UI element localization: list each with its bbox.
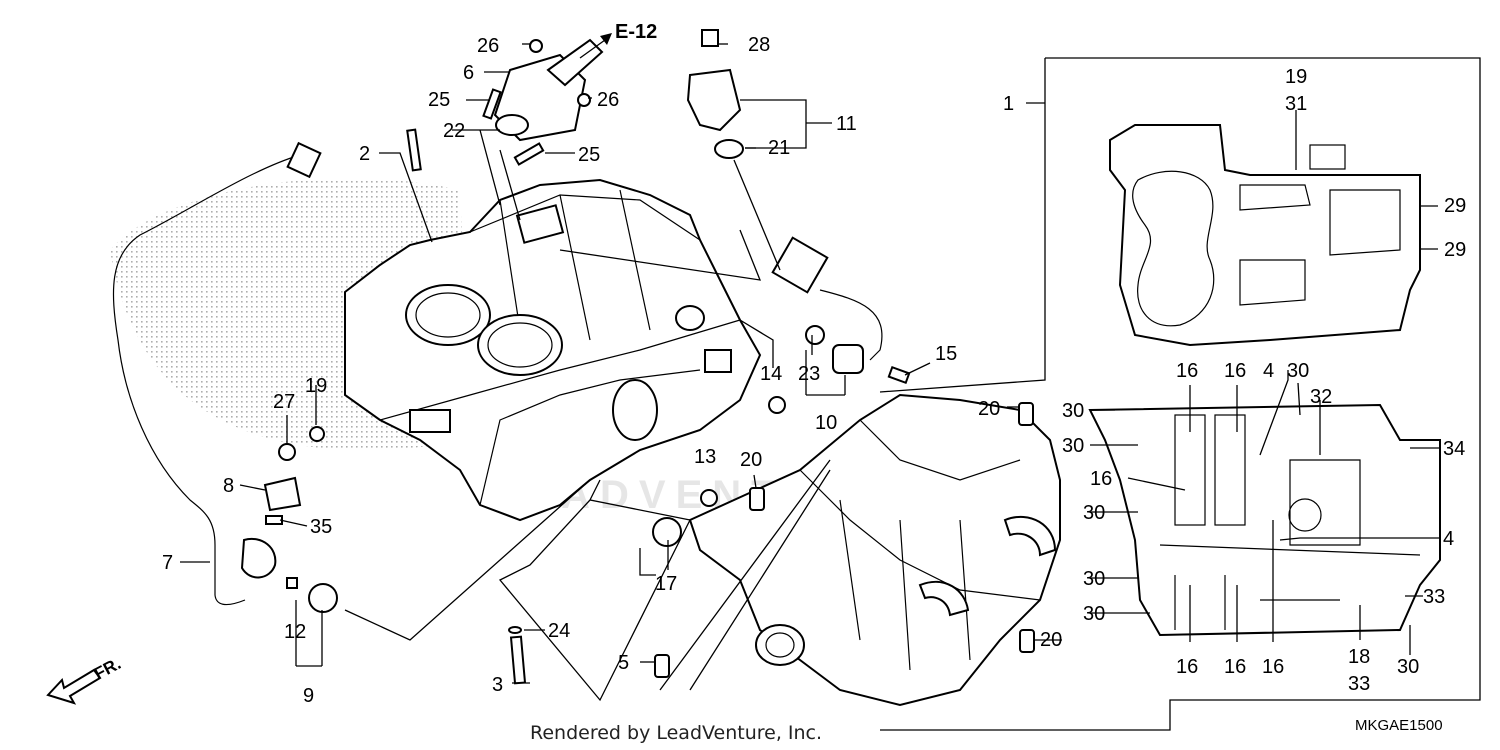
ref-arrow-e12: E-12	[579, 21, 657, 59]
callout: 23	[798, 363, 820, 385]
callout: 16	[1224, 360, 1246, 382]
loose-parts	[112, 29, 1035, 685]
callout: 35	[310, 516, 332, 538]
callout: 15	[935, 343, 957, 365]
callout: 12	[284, 621, 306, 643]
lower-crankcase	[688, 393, 1061, 707]
callout: 29	[1444, 195, 1466, 217]
inset-gasket-view	[1088, 124, 1441, 637]
callout: 26	[597, 89, 619, 111]
callout: 30	[1287, 360, 1309, 382]
callout: 29	[1444, 239, 1466, 261]
callout: 16	[1176, 360, 1198, 382]
callout: 18	[1348, 646, 1370, 668]
front-arrow-icon	[46, 668, 102, 705]
callout: 27	[273, 391, 295, 413]
callout: 33	[1423, 586, 1445, 608]
callout: 16	[1176, 656, 1198, 678]
callout: 30	[1062, 400, 1084, 422]
callout: 8	[223, 475, 234, 497]
front-indicator: FR.	[46, 654, 124, 705]
callout: 5	[618, 652, 629, 674]
leader-lines	[180, 43, 1440, 702]
callout: 30	[1083, 603, 1105, 625]
callout: 31	[1285, 93, 1307, 115]
callout: 2	[359, 143, 370, 165]
callout: 30	[1083, 568, 1105, 590]
callout: 21	[768, 137, 790, 159]
diagram-code: MKGAE1500	[1355, 717, 1443, 734]
callout: 25	[428, 89, 450, 111]
callout: 6	[463, 62, 474, 84]
callout: 14	[760, 363, 782, 385]
callout: 30	[1397, 656, 1419, 678]
callout: 16	[1262, 656, 1284, 678]
callout: 4	[1263, 360, 1274, 382]
callout: 7	[162, 552, 173, 574]
callout: 24	[548, 620, 570, 642]
callout: 1	[1003, 93, 1014, 115]
callout: 13	[694, 446, 716, 468]
callout: 9	[303, 685, 314, 707]
footer-credit: Rendered by LeadVenture, Inc.	[530, 722, 822, 744]
inset-frame	[879, 57, 1481, 731]
callout: 17	[655, 573, 677, 595]
callout: 25	[578, 144, 600, 166]
callout: 11	[836, 113, 857, 135]
callout: 19	[1285, 66, 1307, 88]
callout: 22	[443, 120, 465, 142]
callout: 20	[978, 398, 1000, 420]
callouts: 1 2 3 4 4 5 6 7 8 9 10 11 12 13 14 15 16…	[162, 34, 1466, 707]
callout: 19	[305, 375, 327, 397]
callout: 20	[1040, 629, 1062, 651]
callout: 34	[1443, 438, 1465, 460]
arrow-icon	[600, 33, 612, 45]
callout: 26	[477, 35, 499, 57]
callout: 16	[1224, 656, 1246, 678]
ref-label-e12: E-12	[615, 21, 657, 43]
callout: 4	[1443, 528, 1454, 550]
callout: 30	[1083, 502, 1105, 524]
callout: 32	[1310, 386, 1332, 408]
callout: 16	[1090, 468, 1112, 490]
callout: 33	[1348, 673, 1370, 695]
callout: 28	[748, 34, 770, 56]
callout: 10	[815, 412, 837, 434]
callout: 20	[740, 449, 762, 471]
callout: 3	[492, 674, 503, 696]
callout: 30	[1062, 435, 1084, 457]
